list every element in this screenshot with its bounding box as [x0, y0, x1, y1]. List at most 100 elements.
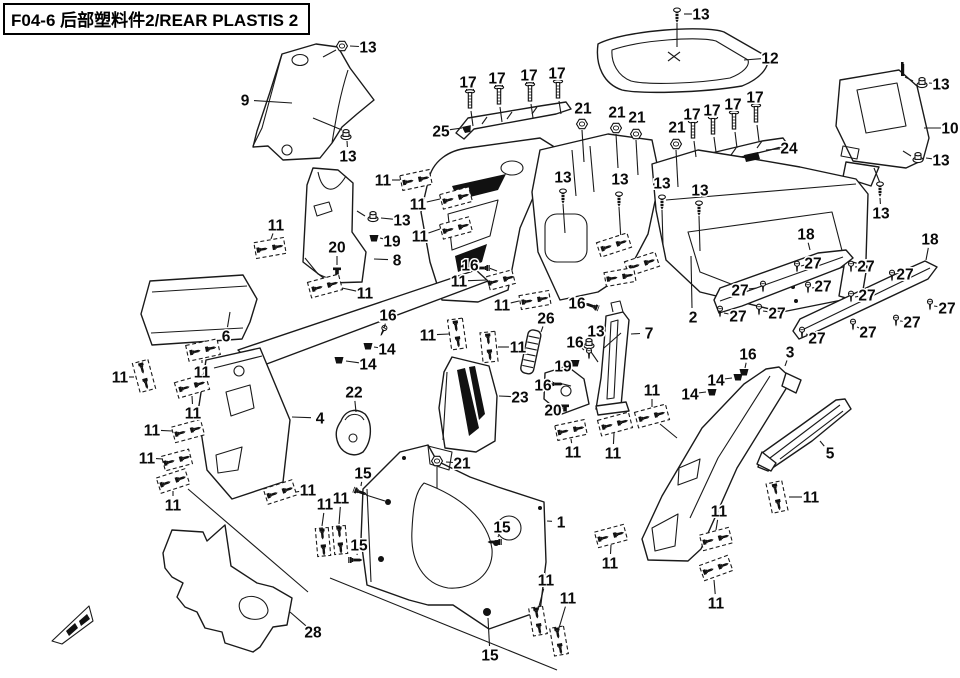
callout-leader [570, 438, 573, 444]
part-2-rear-body-assembly [420, 133, 869, 313]
callout-leader [698, 391, 707, 394]
leader-line [659, 423, 678, 439]
hardware-box [596, 411, 634, 437]
hardware-box-frame [155, 468, 191, 494]
hardware-box [438, 216, 474, 240]
callout-leader [253, 100, 293, 104]
callout-3: 3 [786, 345, 795, 362]
callout-25: 25 [432, 124, 450, 141]
callout-leader [373, 258, 389, 261]
hardware-box-frame [253, 236, 287, 260]
callout-leader [383, 323, 386, 329]
leader-line [312, 117, 343, 131]
callout-leader [321, 512, 325, 527]
clip-icon [369, 235, 379, 242]
callout-leader [630, 332, 641, 335]
hardware-box [549, 625, 569, 657]
callout-11: 11 [165, 498, 182, 515]
leader-line [713, 136, 717, 153]
callout-leader [295, 490, 300, 493]
callout-leader [713, 579, 716, 595]
hardware-box-frame [593, 523, 629, 549]
hardware-box [131, 358, 157, 394]
part-9-rear-side-panel [252, 43, 375, 161]
callout-leader [360, 481, 363, 487]
callout-27: 27 [896, 267, 913, 284]
callout-20: 20 [544, 403, 561, 420]
nut-icon [669, 138, 683, 150]
callout-27: 27 [938, 301, 955, 318]
callout-6: 6 [222, 329, 231, 346]
leader-line [902, 150, 912, 157]
nut-icon [629, 128, 643, 140]
callout-11: 11 [708, 596, 725, 613]
hardware-box [554, 418, 588, 442]
callout-19: 19 [554, 359, 572, 376]
hardware-box-frame [399, 168, 433, 192]
callout-1: 1 [557, 515, 566, 532]
leader-line [187, 488, 309, 593]
hardware-box [155, 468, 191, 494]
callout-11: 11 [112, 370, 129, 387]
callout-17: 17 [746, 90, 763, 107]
callout-27: 27 [857, 259, 874, 276]
callout-13: 13 [587, 324, 605, 341]
hardware-box-frame [596, 411, 634, 437]
hardware-box-frame [698, 554, 734, 582]
callout-leader [291, 416, 312, 419]
hardware-box-frame [698, 526, 734, 552]
callout-leader [487, 617, 491, 647]
callout-leader [805, 333, 809, 336]
clip-icon [334, 357, 344, 364]
callout-11: 11 [300, 483, 317, 500]
part-18-sill-strip-left [713, 249, 854, 314]
callout-11: 11 [333, 491, 350, 508]
sscrew-icon [849, 318, 857, 332]
callout-leader [748, 287, 758, 290]
callout-15: 15 [481, 648, 499, 665]
callout-11: 11 [420, 328, 437, 345]
callout-leader [762, 310, 769, 313]
callout-17: 17 [520, 68, 537, 85]
hardware-box-frame [549, 625, 569, 657]
screw-icon [876, 181, 884, 198]
callout-leader [819, 440, 825, 447]
callout-15: 15 [354, 466, 372, 483]
callout-27: 27 [804, 256, 821, 273]
callout-20: 20 [328, 240, 345, 257]
screw-icon [673, 7, 681, 24]
hardware-box-frame [528, 605, 548, 637]
callout-leader [349, 45, 360, 48]
callout-leader [581, 347, 585, 351]
hardware-box [765, 480, 789, 514]
part-5-side-trim [756, 398, 852, 472]
callout-14: 14 [707, 373, 725, 390]
callout-13: 13 [339, 149, 357, 166]
callout-16: 16 [534, 378, 552, 395]
part-12-seat-cover [596, 28, 769, 94]
callout-17: 17 [683, 107, 700, 124]
callout-18: 18 [921, 232, 939, 249]
callout-27: 27 [808, 331, 825, 348]
part-10-rear-corner-cover [835, 62, 930, 187]
callout-26: 26 [537, 311, 555, 328]
hardware-box [331, 524, 349, 556]
callout-27: 27 [768, 306, 785, 323]
callout-13: 13 [872, 206, 890, 223]
leader-line [558, 100, 562, 115]
callout-5: 5 [826, 446, 835, 463]
part-7-support-frame [543, 300, 630, 416]
callout-leader [744, 362, 747, 369]
callout-leader [724, 377, 733, 380]
callout-11: 11 [357, 286, 374, 303]
callout-11: 11 [268, 218, 285, 235]
part-4-left-rear-fender [197, 269, 489, 500]
hardware-box [399, 168, 433, 192]
callout-leader [467, 279, 488, 282]
callout-leader [428, 228, 441, 234]
hardware-box-frame [479, 330, 499, 364]
sscrew-icon [585, 347, 593, 361]
callout-22: 22 [345, 385, 362, 402]
